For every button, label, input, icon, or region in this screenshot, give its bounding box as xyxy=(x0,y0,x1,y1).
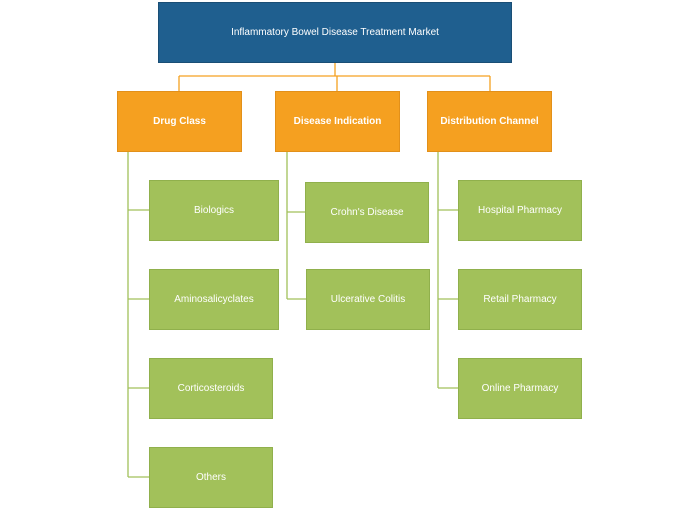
category-label: Distribution Channel xyxy=(440,116,539,127)
leaf-label: Retail Pharmacy xyxy=(483,294,557,305)
leaf-ulcerative-colitis: Ulcerative Colitis xyxy=(306,269,430,330)
leaf-online-pharmacy: Online Pharmacy xyxy=(458,358,582,419)
leaf-label: Others xyxy=(195,472,226,483)
leaf-aminosalicyclates: Aminosalicyclates xyxy=(149,269,279,330)
leaf-label: Online Pharmacy xyxy=(481,383,559,394)
category-label: Disease Indication xyxy=(293,116,382,127)
leaf-label: Biologics xyxy=(193,205,235,216)
leaf-corticosteroids: Corticosteroids xyxy=(149,358,273,419)
root-node-label: Inflammatory Bowel Disease Treatment Mar… xyxy=(231,27,439,38)
leaf-label: Crohn's Disease xyxy=(330,207,404,218)
leaf-biologics: Biologics xyxy=(149,180,279,241)
category-drug-class: Drug Class xyxy=(117,91,242,152)
leaf-crohns-disease: Crohn's Disease xyxy=(305,182,429,243)
leaf-retail-pharmacy: Retail Pharmacy xyxy=(458,269,582,330)
leaf-hospital-pharmacy: Hospital Pharmacy xyxy=(458,180,582,241)
leaf-others: Others xyxy=(149,447,273,508)
leaf-label: Corticosteroids xyxy=(177,383,245,394)
leaf-label: Hospital Pharmacy xyxy=(478,205,562,216)
category-distribution-channel: Distribution Channel xyxy=(427,91,552,152)
leaf-label: Aminosalicyclates xyxy=(174,294,254,305)
leaf-label: Ulcerative Colitis xyxy=(330,294,406,305)
category-disease-indication: Disease Indication xyxy=(275,91,400,152)
category-label: Drug Class xyxy=(153,116,206,127)
root-node: Inflammatory Bowel Disease Treatment Mar… xyxy=(158,2,512,63)
